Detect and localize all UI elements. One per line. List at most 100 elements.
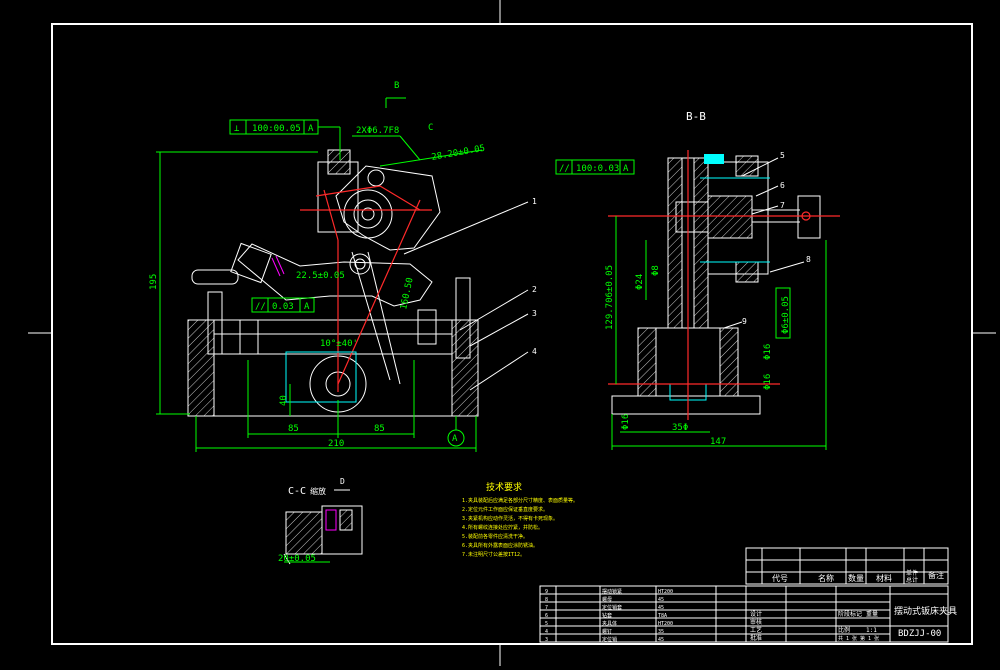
leader-6: 6 <box>780 181 785 190</box>
part-name: 定位销套 <box>602 604 622 611</box>
dim-16: Φ16 <box>763 374 773 390</box>
weight-label: 重量 <box>866 610 878 618</box>
main-view: 195 210 85 85 40 A ⊥ 100:00.05 A 2XΦ6.7F… <box>149 81 537 452</box>
parts-list: 9 摆动锁紧 HT200 8 螺母 45 7 定位销套 45 6 钻套 T8A … <box>545 588 673 643</box>
row-approve: 批准 <box>750 634 762 642</box>
part-mat: 45 <box>658 605 664 611</box>
dim-24: Φ24 <box>635 274 645 290</box>
dim-129: 129.706±0.05 <box>605 265 615 330</box>
tech-note-2: 2.定位元件工作面应保证垂直度要求。 <box>462 506 548 513</box>
part-no: 4 <box>545 629 548 635</box>
dim-small: Φ8 <box>651 265 661 276</box>
hdr-total: 总计 <box>906 576 918 584</box>
part-mat: T8A <box>658 613 667 619</box>
hdr-note: 备注 <box>928 570 944 580</box>
main-bore <box>343 189 393 239</box>
leader-2: 2 <box>532 285 537 294</box>
tech-note-7: 7.未注明尺寸公差按IT12。 <box>462 551 525 558</box>
side-tol-ref: A <box>623 164 629 174</box>
leader-4: 4 <box>532 347 537 356</box>
tol-par-sym: // <box>255 302 266 312</box>
part-mat: 45 <box>658 637 664 643</box>
part-mat: 45 <box>658 597 664 603</box>
section-c-mark: C <box>428 123 433 133</box>
detail-dim-20: 20±0.05 <box>278 554 316 564</box>
tol-frame-parallel <box>251 297 315 313</box>
part-name: 钻套 <box>602 612 612 619</box>
hdr-single: 单件 <box>906 569 918 577</box>
detail-view: C-C 缩放 D 20±0.05 <box>278 477 363 565</box>
part-name: 螺钉 <box>602 628 612 635</box>
side-tol-sym: // <box>559 164 570 174</box>
hdr-qty: 数量 <box>848 573 864 583</box>
dim-40: 40 <box>279 395 289 406</box>
title-block: 代号 名称 数量 材料 单件 总计 备注 9 摆动锁紧 HT200 8 螺母 4… <box>539 547 957 643</box>
detail-d-mark: D <box>340 477 345 486</box>
dim-10deg: 10°±40' <box>320 339 358 349</box>
tol-par-ref: A <box>304 302 310 312</box>
part-no: 7 <box>545 605 548 611</box>
side-tol-frame <box>555 159 635 175</box>
drawing-code: BDZJJ-00 <box>898 629 941 639</box>
part-mat: 35 <box>658 629 664 635</box>
tech-notes: 技术要求 1.夹具装配后应满足各部分尺寸精度、表面质量等。 2.定位元件工作面应… <box>462 481 578 558</box>
swing-arm <box>237 243 433 307</box>
section-b-mark: B <box>394 81 399 91</box>
leader-8: 8 <box>806 255 811 264</box>
tol-par-value: 0.03 <box>272 302 294 312</box>
leader-3: 3 <box>532 309 537 318</box>
part-name: 螺母 <box>602 596 612 603</box>
tech-note-5: 5.装配前各零件应清洗干净。 <box>462 533 528 540</box>
right-clamp-screw <box>455 277 471 359</box>
leader-7: 7 <box>780 201 785 210</box>
dim-22-5: 22.5±0.05 <box>296 271 345 281</box>
part-name: 定位销 <box>602 636 617 643</box>
dim-85-right: 85 <box>374 424 385 434</box>
side-view: B-B // 100:0.03 A <box>555 110 840 450</box>
part-name: 夹具体 <box>602 620 617 627</box>
dim-35: 35Φ <box>672 423 688 433</box>
dim-2x-holes: 2XΦ6.7F8 <box>356 126 399 136</box>
dim-85-left: 85 <box>288 424 299 434</box>
leader-9: 9 <box>742 317 747 326</box>
row-craft: 工艺 <box>750 626 762 634</box>
part-no: 9 <box>545 589 548 595</box>
part-no: 3 <box>545 637 548 643</box>
side-tol-value: 100:0.03 <box>576 164 619 174</box>
scale-value: 1:1 <box>866 627 877 634</box>
scale-label: 比例 <box>838 626 850 634</box>
drawing-frame <box>28 0 996 666</box>
hdr-code: 代号 <box>772 573 788 583</box>
sheet-label: 共 1 张 第 1 张 <box>838 635 879 642</box>
dim-160-5: 160.50 <box>399 277 416 311</box>
datum-a-label: A <box>452 434 458 444</box>
part-mat: HT200 <box>658 621 673 627</box>
tech-note-4: 4.所有螺纹连接处应拧紧，并防松。 <box>462 524 543 531</box>
part-no: 6 <box>545 613 548 619</box>
left-clamp-handle <box>191 269 239 285</box>
detail-title-suffix: 缩放 <box>310 486 326 496</box>
part-name: 摆动锁紧 <box>602 588 622 595</box>
left-clamp-screw <box>207 291 223 355</box>
hdr-name: 名称 <box>818 573 834 583</box>
hdr-material: 材料 <box>876 573 892 583</box>
part-no: 5 <box>545 621 548 627</box>
drawing-name: 摆动式钣床夹具 <box>894 605 957 617</box>
detail-title: C-C <box>288 486 306 497</box>
dim-16-f8: Φ16 <box>763 344 773 360</box>
dim-16b: Φ16 <box>621 414 631 430</box>
base-left-wall <box>187 319 215 417</box>
tol-perp-ref: A <box>308 124 314 134</box>
dim-66: Φ6±0.05 <box>781 296 791 334</box>
row-check: 审核 <box>750 618 762 626</box>
side-tol-frame-2 <box>775 287 791 339</box>
tol-perp-value: 100:00.05 <box>252 124 301 134</box>
leader-1: 1 <box>532 197 537 206</box>
part-mat: HT200 <box>658 589 673 595</box>
dim-147: 147 <box>710 437 726 447</box>
tech-notes-title: 技术要求 <box>486 481 522 493</box>
tol-perp-sym: ⊥ <box>234 124 240 134</box>
dim-195: 195 <box>149 274 159 290</box>
